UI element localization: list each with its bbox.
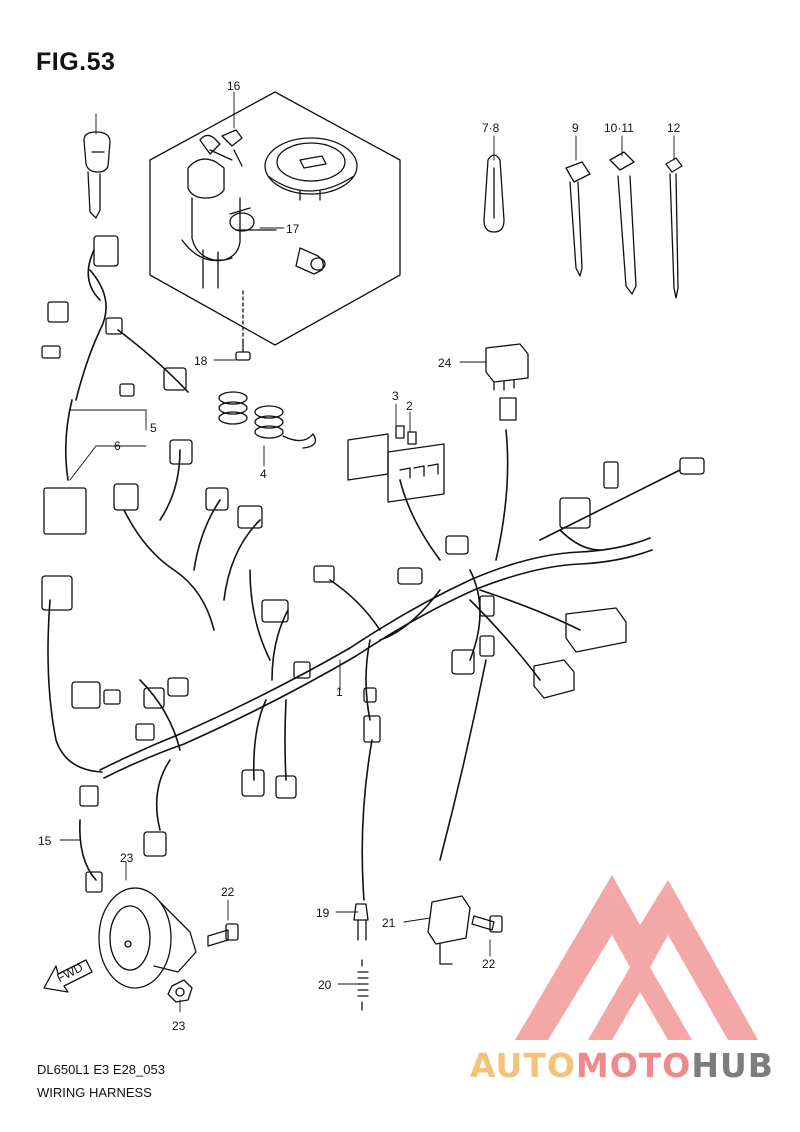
spring-icon	[357, 959, 369, 1011]
brand-moto: MOTO	[575, 1046, 692, 1085]
lock-set-group	[149, 91, 401, 346]
main-harness	[47, 249, 681, 901]
switch-icon	[427, 895, 471, 965]
clamp-icon	[483, 154, 505, 233]
callout-labels: 16 17 18 7·8 9 10·11 12 24 3 2 5 6 4 1 1…	[38, 79, 681, 992]
callout-6: 6	[114, 439, 121, 453]
callout-13: 15	[38, 834, 52, 848]
sensor-icon	[353, 903, 369, 941]
callout-15: 17	[286, 222, 300, 236]
watermark-brand: AUTOMOTOHUB	[470, 1046, 774, 1085]
watermark-logo	[515, 875, 758, 1040]
callout-19: 21	[382, 916, 396, 930]
callout-18: 20	[318, 978, 332, 992]
callout-4: 4	[260, 467, 267, 481]
leader-lines	[59, 91, 675, 1013]
relay-icon	[485, 343, 529, 421]
callout-17: 19	[316, 906, 330, 920]
brand-auto: AUTO	[470, 1046, 576, 1085]
screw-icon	[235, 289, 251, 361]
callout-14: 16	[227, 79, 241, 93]
callout-23: 23	[172, 1019, 186, 1033]
callout-78: 7·8	[482, 121, 500, 135]
callout-20: 22	[482, 957, 496, 971]
callout-2: 2	[406, 399, 413, 413]
spring-clips	[218, 391, 317, 449]
brand-hub: HUB	[691, 1046, 774, 1085]
figure-code: DL650L1 E3 E28_053	[37, 1062, 165, 1077]
nut-icon	[167, 979, 193, 1003]
harness-connectors	[41, 235, 705, 893]
key-icon	[83, 131, 111, 219]
callout-3: 3	[392, 389, 399, 403]
fuse-box	[347, 425, 445, 503]
fwd-arrow-icon: FWD	[43, 959, 93, 993]
callout-1: 1	[336, 685, 343, 699]
figure-title: FIG.53	[36, 48, 116, 76]
bolt-icon	[207, 923, 239, 947]
callout-12: 12	[667, 121, 681, 135]
callout-16: 18	[194, 354, 208, 368]
callout-21: 23	[120, 851, 134, 865]
cable-ties	[565, 151, 683, 299]
callout-5: 5	[150, 421, 157, 435]
horn-icon	[98, 887, 197, 989]
callout-1011: 10·11	[604, 121, 634, 135]
callout-22: 22	[221, 885, 235, 899]
callout-24: 24	[438, 356, 452, 370]
figure-name: WIRING HARNESS	[37, 1085, 152, 1100]
bolt-icon-20	[471, 915, 503, 933]
callout-9: 9	[572, 121, 579, 135]
